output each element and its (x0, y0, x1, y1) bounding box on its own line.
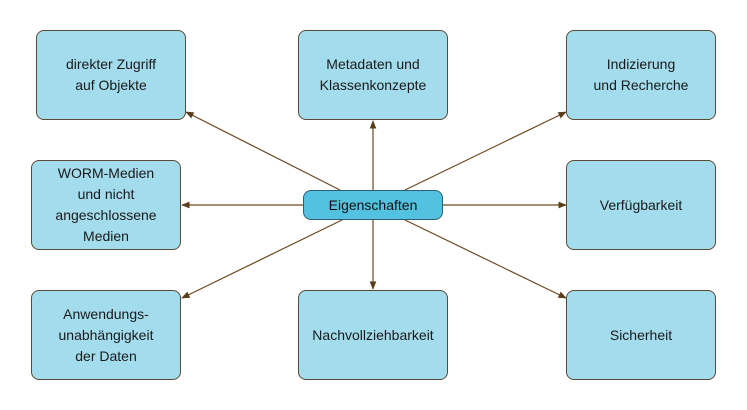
node-label: direkter Zugriff auf Objekte (66, 56, 156, 93)
node-direkter-zugriff: direkter Zugriff auf Objekte (36, 30, 186, 120)
node-worm-medien: WORM-Medien und nicht angeschlossene Med… (31, 160, 181, 250)
node-label: Metadaten und Klassenkonzepte (319, 56, 427, 93)
center-node: Eigenschaften (303, 190, 443, 220)
node-label: Indizierung und Recherche (593, 56, 689, 93)
edge-to-sicherheit (404, 219, 567, 299)
node-label: Sicherheit (609, 326, 673, 343)
edge-to-indizierung (404, 111, 567, 191)
node-nachvollziehbarkeit: Nachvollziehbarkeit (298, 290, 448, 380)
node-metadaten: Metadaten und Klassenkonzepte (298, 30, 448, 120)
center-label: Eigenschaften (328, 197, 418, 213)
node-anwendungsunabhaengigkeit: Anwendungs- unabhängigkeit der Daten (31, 290, 181, 380)
edge-to-anwendungsunabhaengigkeit (181, 219, 343, 299)
node-verfuegbarkeit: Verfügbarkeit (566, 160, 716, 250)
node-label: WORM-Medien und nicht angeschlossene Med… (55, 165, 157, 244)
node-indizierung: Indizierung und Recherche (566, 30, 716, 120)
node-label: Nachvollziehbarkeit (312, 326, 434, 343)
node-label: Anwendungs- unabhängigkeit der Daten (58, 305, 154, 364)
edge-to-direkter-zugriff (185, 111, 341, 191)
node-sicherheit: Sicherheit (566, 290, 716, 380)
node-label: Verfügbarkeit (599, 196, 683, 213)
